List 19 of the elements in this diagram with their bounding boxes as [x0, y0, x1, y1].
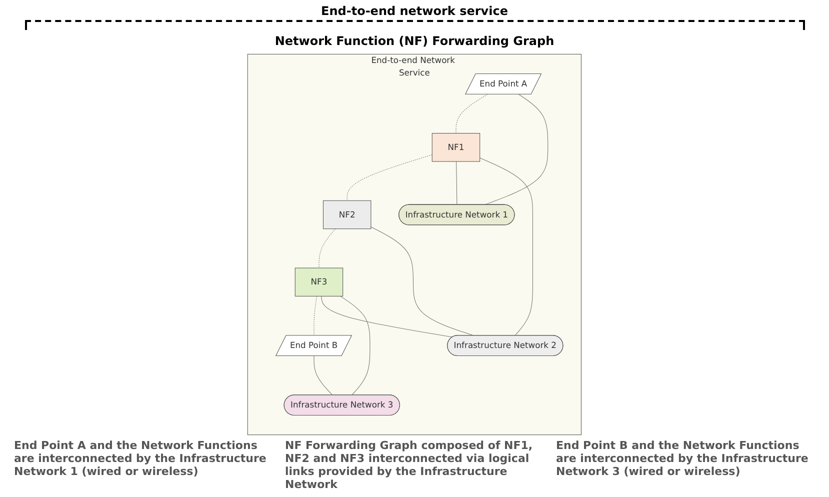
- node-box: NF3: [294, 268, 344, 296]
- connector: [321, 296, 453, 338]
- bracket-label: Network Function (NF) Forwarding Graph: [274, 34, 554, 48]
- node-box: NF1: [432, 133, 480, 162]
- connector: [314, 296, 318, 336]
- note-text: NF Forwarding Graph composed of NF1, NF2 and NF3 interconnected via logical links provided by the Infrastructure Network: [285, 439, 534, 491]
- connector: [346, 154, 432, 201]
- connector: [318, 228, 336, 268]
- connector: [480, 158, 534, 336]
- node-box: NF2: [323, 200, 372, 230]
- connector: [314, 356, 333, 396]
- note-text: End Point A and the Network Functions are interconnected by the Infrastructure Network 1 (wired or wireless): [14, 439, 268, 480]
- connector: [340, 296, 370, 396]
- connector: [456, 161, 458, 206]
- connector: [456, 94, 488, 134]
- note-text: End Point B and the Network Functions are interconnected by the Infrastructure Network 3 (wired or wireless): [556, 439, 810, 480]
- connector: [370, 226, 474, 336]
- connector: [484, 94, 548, 206]
- bracket-label: End-to-end network service: [321, 4, 508, 18]
